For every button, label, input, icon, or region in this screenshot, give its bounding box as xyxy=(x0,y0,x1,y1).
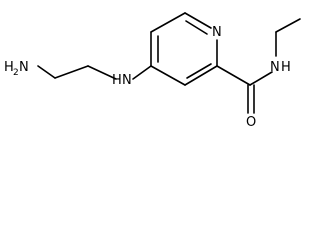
structure-canvas: H 2 N H N N O N H xyxy=(4,12,301,130)
atom-labels: H 2 N H N N O N H xyxy=(4,25,291,130)
bond-group xyxy=(37,12,301,114)
label-amine-h: H xyxy=(4,60,14,75)
bond-nh-c4 xyxy=(132,65,152,80)
label-amide-h: H xyxy=(281,60,291,75)
molecule-diagram: H 2 N H N N O N H xyxy=(4,12,301,130)
bond-c3-c2-double xyxy=(186,63,212,79)
bond-c1-c2 xyxy=(54,65,89,79)
bond-n1-c6 xyxy=(184,12,212,29)
label-amine-subscript: 2 xyxy=(13,68,19,78)
label-amine-n: N xyxy=(19,60,29,75)
bond-camide-namide xyxy=(249,71,273,86)
label-linker-h: H xyxy=(112,73,122,88)
bond-n1-c6-double xyxy=(185,20,208,35)
bond-c4-c3 xyxy=(150,65,186,86)
bond-c6-c5 xyxy=(150,12,186,33)
label-amide-n: N xyxy=(270,60,280,75)
bond-c2-camide xyxy=(216,65,251,86)
bond-c2-nh xyxy=(87,65,117,80)
label-amide-o: O xyxy=(246,115,256,130)
label-linker-n: N xyxy=(122,73,132,88)
bond-methyl xyxy=(275,18,301,33)
bond-nh2-c1 xyxy=(37,65,56,79)
bond-c3-c2 xyxy=(184,65,218,86)
label-ring-n: N xyxy=(212,25,222,40)
